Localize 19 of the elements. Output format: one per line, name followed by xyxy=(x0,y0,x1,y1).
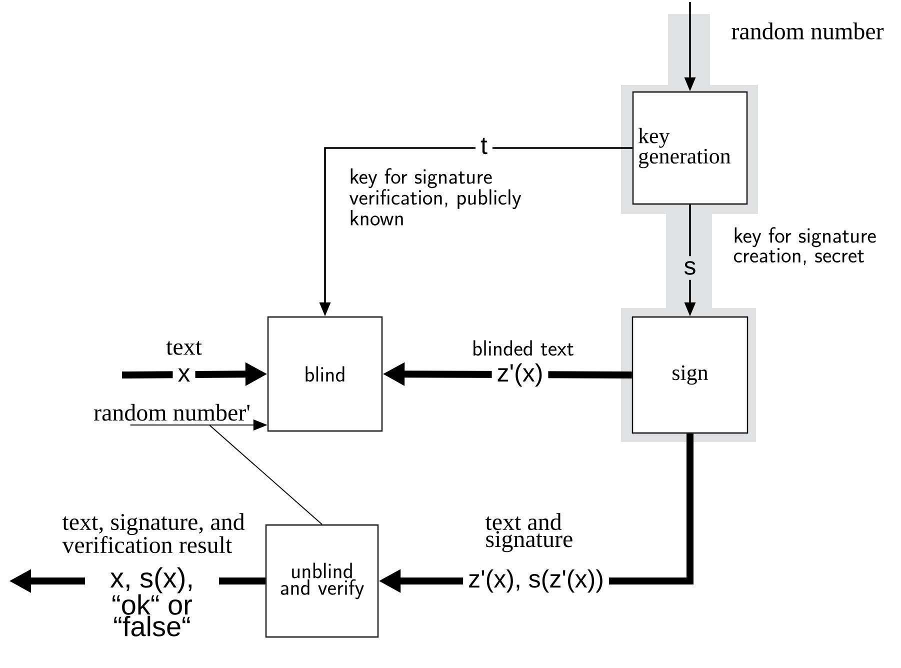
process-box: blind xyxy=(267,316,383,432)
edge-label: z'(x), s(z'(x)) xyxy=(463,564,609,598)
annotation-text: text xyxy=(166,341,202,355)
annotation-text: key for signature verification, publicly known xyxy=(350,168,522,226)
input-label: random number' xyxy=(94,404,250,421)
process-box: sign xyxy=(632,316,748,434)
edge-label: z'(x) xyxy=(492,358,548,392)
edge-label: t xyxy=(476,132,492,160)
annotation-text: text, signature, and verification result xyxy=(62,513,245,554)
annotation-text: random number xyxy=(732,22,884,40)
connector-line xyxy=(208,424,322,525)
edge-label: x xyxy=(172,363,196,387)
process-box: unblind and verify xyxy=(265,524,379,638)
edge-label: x, s(x), “ok“ or “false“ xyxy=(85,562,219,642)
annotation-text: text and signature xyxy=(485,513,572,552)
annotation-text: key for signature creation, secret xyxy=(734,227,876,266)
process-box: key generation xyxy=(632,91,748,205)
annotation-text: blinded text xyxy=(474,340,574,356)
edge-label: s xyxy=(678,256,702,280)
